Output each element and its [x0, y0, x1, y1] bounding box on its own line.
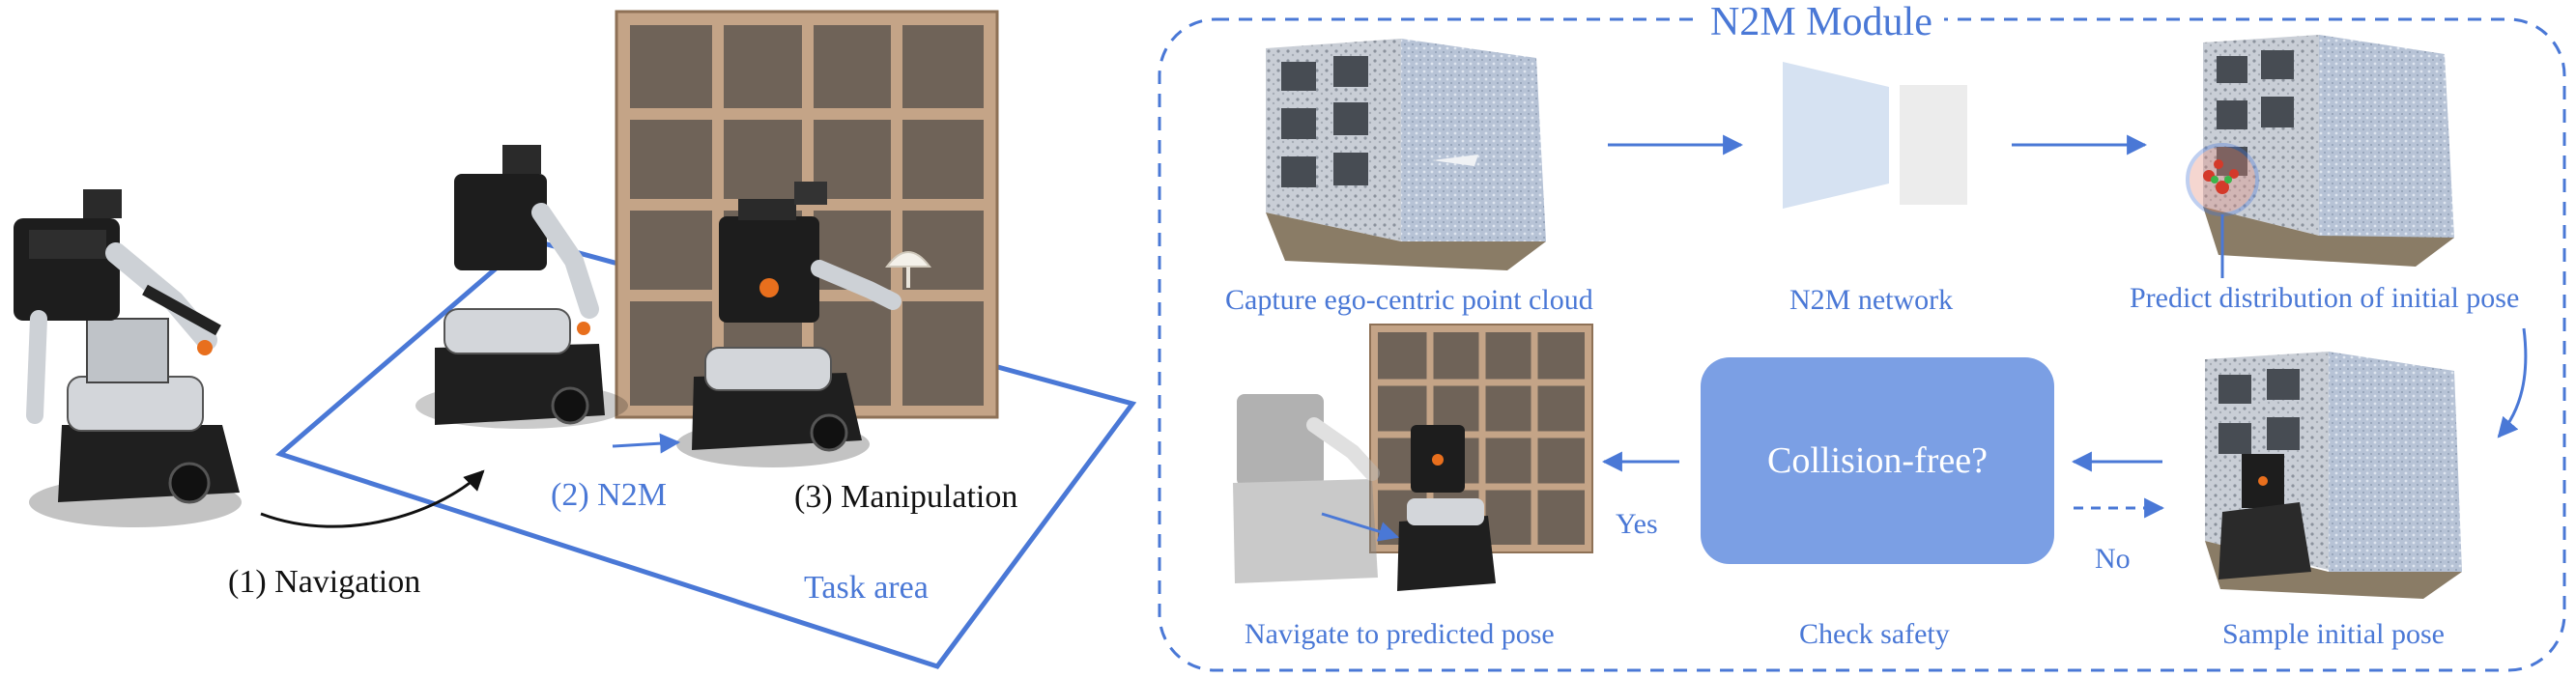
n2m-module [1158, 17, 2566, 672]
navigation-arrow [260, 469, 485, 528]
point-cloud-sample [2205, 352, 2462, 599]
label-network: N2M network [1789, 284, 1954, 316]
label-no: No [2095, 543, 2131, 575]
point-cloud-capture [1266, 39, 1546, 270]
collision-check-label: Collision-free? [1767, 440, 1988, 481]
robot-n2m [415, 145, 628, 429]
module-title: N2M Module [1699, 2, 1944, 42]
label-sample: Sample initial pose [2222, 618, 2445, 650]
robot-navigation [14, 189, 242, 527]
label-navigation: (1) Navigation [228, 564, 421, 600]
label-predict: Predict distribution of initial pose [2130, 282, 2520, 314]
label-check-safety: Check safety [1799, 618, 1950, 650]
label-manipulation: (3) Manipulation [794, 479, 1018, 515]
label-navigate: Navigate to predicted pose [1245, 618, 1555, 650]
navigate-scene [1233, 324, 1593, 591]
label-task-area: Task area [804, 570, 929, 606]
module-border [1158, 17, 2566, 672]
label-yes: Yes [1616, 508, 1658, 540]
collision-check-box: Collision-free? [1701, 357, 2054, 564]
label-capture: Capture ego-centric point cloud [1225, 284, 1593, 316]
arrow-predict-to-sample [2497, 327, 2528, 438]
n2m-network-icon [1783, 62, 1967, 209]
point-cloud-predict [2186, 35, 2454, 278]
left-scene [14, 10, 1137, 669]
n2m-arrow [612, 433, 681, 454]
label-n2m: (2) N2M [551, 477, 667, 513]
robot-manipulation [676, 182, 902, 467]
